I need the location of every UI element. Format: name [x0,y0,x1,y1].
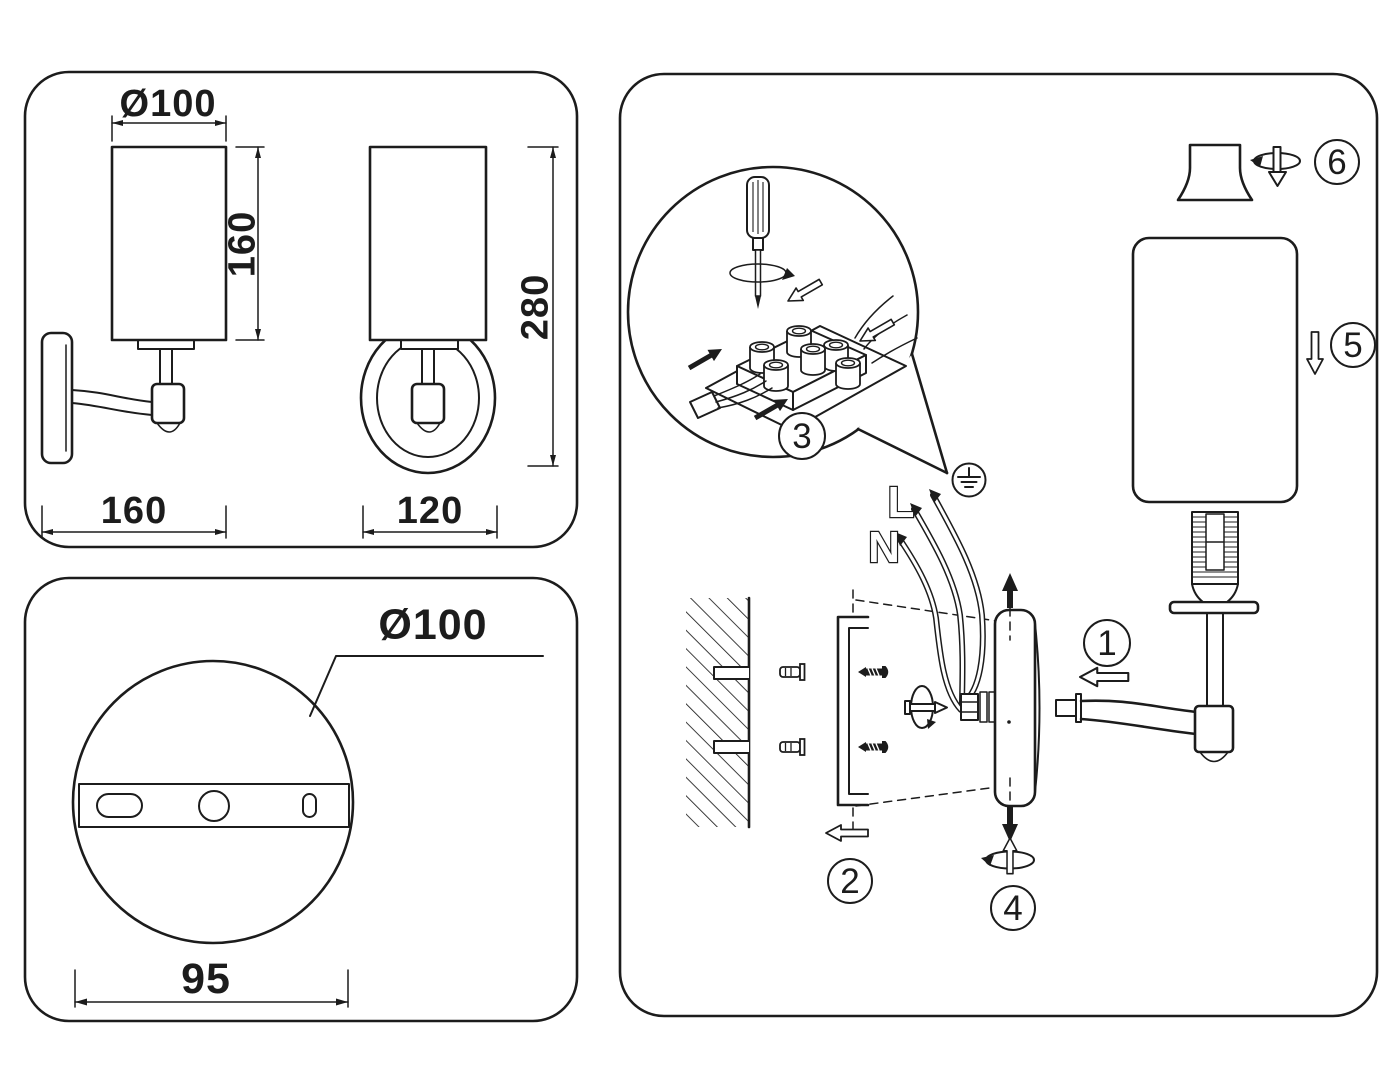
projection-line-top [855,599,998,622]
shade-cylinder [1131,236,1299,504]
wall-anchor-bottom [779,738,806,756]
wall-section [686,596,751,829]
neutral-wire-arrow [895,532,907,546]
socket-front [410,382,446,425]
dimension-width: 120 [362,490,498,539]
step-1-badge: 1 [1078,619,1131,688]
wiring-detail-balloon [626,165,949,475]
step-6-rotate-icon [1250,146,1301,187]
set-screw-arrow-bottom [1002,807,1018,842]
socket-stem [1206,612,1224,709]
live-wire-arrow [910,503,922,517]
svg-text:2: 2 [840,862,859,901]
svg-text:1: 1 [1097,624,1116,663]
socket-knurl-side [156,422,181,433]
wall-hatch [686,598,749,827]
wall-plate-side [40,331,74,465]
arm-lower-curve [71,402,153,416]
svg-text:3: 3 [792,417,811,456]
plate-edge-bulge [1034,623,1041,793]
wall-anchor-top [779,663,806,681]
step-4-badge: 4 [990,885,1036,931]
finial-cap [1176,143,1254,202]
label-shade-height: 160 [221,211,263,277]
arm-upper-curve [71,389,153,403]
dimension-total-height: 280 [514,146,559,467]
label-total-height: 280 [514,274,556,340]
panel-base-plate: Ø100 95 [23,576,579,1023]
mounting-slot-right [302,793,317,818]
socket-assembly [1168,511,1260,763]
drill-hole-top [713,666,750,680]
threaded-socket-sleeve [1191,511,1239,585]
mounting-bracket [836,589,870,833]
screwdriver-icon [729,176,795,309]
shade-support-disc [1168,600,1260,615]
shade-cap-front [400,339,459,350]
panel-border [23,70,579,549]
shade-side [110,145,228,342]
dimension-hole-spacing: 95 [74,955,349,1008]
wall-plate-assembly [993,573,1041,842]
label-neutral-wire: N [868,523,900,572]
panel-installation: L N [618,72,1379,1018]
label-hole-spacing: 95 [181,955,231,1003]
step-6-badge: 6 [1314,139,1360,185]
dimension-depth: 160 [41,490,227,539]
cable-gland-nut [960,691,997,723]
shade-front [368,145,488,342]
label-shade-diameter: Ø100 [120,83,217,125]
socket-knurl [1199,751,1229,763]
lamp-arm [1055,693,1198,736]
dimension-plate-diameter: Ø100 [309,601,544,717]
svg-text:4: 4 [1003,889,1022,928]
arm-nipple-flange [1075,693,1082,723]
mounting-slot-left [96,793,143,818]
socket-body [1193,704,1235,754]
svg-text:5: 5 [1343,326,1362,365]
step-4-rotate-icon [981,837,1035,875]
socket-side [150,382,186,425]
svg-text:6: 6 [1327,143,1346,182]
step-3-badge: 3 [778,412,826,460]
projection-line-bottom [855,786,998,807]
stem-side [159,348,173,385]
label-live-wire: L [888,478,915,527]
supply-wires: L N [867,477,986,713]
wall-plate [993,608,1037,808]
dimension-shade-height: 160 [221,146,265,341]
dimension-shade-diameter: Ø100 [111,83,227,142]
socket-cup [1191,583,1239,603]
stem-front [421,348,435,385]
socket-knurl-front [416,422,441,433]
step-2-badge: 2 [825,824,873,904]
panel-product-dimensions: Ø100 160 160 [23,70,579,549]
label-depth: 160 [101,490,167,532]
label-width: 120 [397,490,463,532]
drill-hole-bottom [713,740,750,754]
step-5-badge: 5 [1306,322,1376,375]
cable-left [689,373,773,419]
shade-cap-side [137,339,195,350]
set-screw-rotation [904,685,948,729]
front-view-sconce [359,145,497,475]
set-screw-arrow-top [1002,573,1018,608]
side-view-sconce [40,145,228,465]
label-plate-diameter: Ø100 [378,601,487,649]
cable-hole-center [198,790,230,822]
earth-wire-arrow [929,489,941,503]
earth-ground-icon [951,462,987,498]
